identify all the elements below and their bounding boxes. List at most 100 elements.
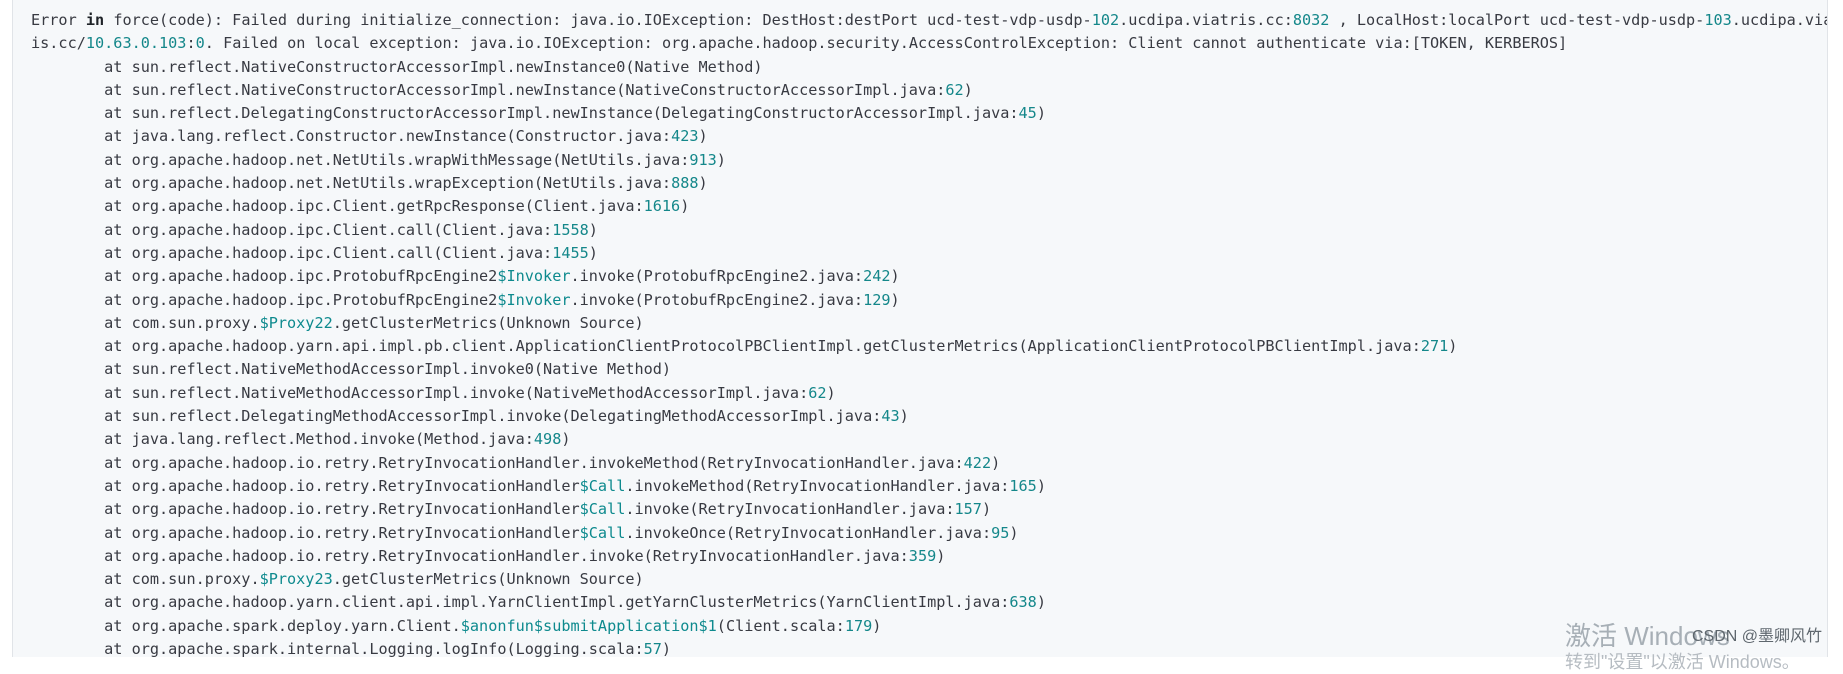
token-num: 888: [671, 174, 699, 193]
code-line: at org.apache.hadoop.net.NetUtils.wrapWi…: [31, 149, 1827, 172]
token-num: 1455: [552, 243, 589, 262]
code-line: at org.apache.hadoop.ipc.Client.call(Cli…: [31, 242, 1827, 265]
token-text: at org.apache.spark.internal.Logging.log…: [31, 640, 644, 657]
token-num: 0: [195, 34, 205, 53]
token-num: 1616: [643, 197, 681, 216]
code-line: at org.apache.hadoop.yarn.api.impl.pb.cl…: [31, 335, 1827, 358]
token-text: ): [890, 290, 900, 309]
token-num: 913: [689, 150, 717, 169]
token-text: ): [963, 80, 973, 99]
token-text: at sun.reflect.DelegatingConstructorAcce…: [31, 104, 1019, 123]
token-text: at org.apache.hadoop.net.NetUtils.wrapWi…: [31, 150, 690, 169]
token-text: ): [1036, 593, 1046, 612]
windows-activation-watermark: 激活 Windows: [1565, 621, 1730, 651]
token-text: at org.apache.hadoop.ipc.Client.getRpcRe…: [31, 197, 644, 216]
token-num: 57: [643, 640, 662, 657]
code-line: at java.lang.reflect.Method.invoke(Metho…: [31, 428, 1827, 451]
token-text: ): [698, 174, 708, 193]
token-text: at org.apache.hadoop.io.retry.RetryInvoc…: [31, 476, 580, 495]
token-text: at org.apache.hadoop.io.retry.RetryInvoc…: [31, 546, 909, 565]
token-num: 129: [863, 290, 891, 309]
token-text: ): [936, 546, 946, 565]
token-num: 271: [1420, 337, 1449, 356]
token-text: at org.apache.hadoop.ipc.Client.call(Cli…: [31, 243, 553, 262]
code-line: at org.apache.hadoop.io.retry.RetryInvoc…: [31, 452, 1827, 475]
token-text: ): [1036, 104, 1046, 123]
token-text: ): [588, 243, 598, 262]
token-text: at com.sun.proxy.: [31, 570, 260, 589]
token-text: at org.apache.hadoop.io.retry.RetryInvoc…: [31, 523, 580, 542]
token-text: Error: [31, 11, 86, 29]
token-text: at java.lang.reflect.Method.invoke(Metho…: [31, 430, 534, 449]
token-text: ): [680, 197, 690, 216]
token-text: .invoke(ProtobufRpcEngine2.java:: [570, 267, 864, 286]
token-text: at org.apache.hadoop.io.retry.RetryInvoc…: [31, 453, 964, 472]
token-text: .ucdipa.viatris.cc:: [1119, 11, 1293, 29]
code-line: is.cc/10.63.0.103:0. Failed on local exc…: [31, 32, 1827, 55]
token-text: at com.sun.proxy.: [31, 313, 260, 332]
token-var: $Call: [579, 523, 626, 542]
code-line: at org.apache.hadoop.ipc.Client.getRpcRe…: [31, 195, 1827, 218]
token-text: ): [899, 407, 909, 426]
token-num: 10.63.0.103: [85, 34, 187, 53]
token-text: ): [826, 383, 836, 402]
token-num: 157: [954, 500, 982, 519]
token-text: ): [981, 500, 992, 519]
code-line: at org.apache.hadoop.io.retry.RetryInvoc…: [31, 545, 1827, 568]
code-line: at org.apache.spark.deploy.yarn.Client.$…: [31, 615, 1827, 638]
token-text: ): [588, 220, 598, 239]
token-num: 165: [1009, 476, 1037, 495]
token-text: . Failed on local exception: java.io.IOE…: [204, 34, 1568, 53]
token-num: 359: [908, 546, 937, 565]
token-text: at java.lang.reflect.Constructor.newInst…: [31, 127, 672, 146]
code-line: at java.lang.reflect.Constructor.newInst…: [31, 125, 1827, 148]
code-line: at org.apache.hadoop.ipc.Client.call(Cli…: [31, 219, 1827, 242]
token-num: 1558: [552, 220, 589, 239]
token-num: 423: [671, 127, 699, 146]
token-text: at sun.reflect.NativeMethodAccessorImpl.…: [31, 360, 672, 379]
token-text: .invokeMethod(RetryInvocationHandler.jav…: [625, 476, 1010, 495]
code-line: at org.apache.spark.internal.Logging.log…: [31, 638, 1827, 657]
token-text: at org.apache.hadoop.ipc.Client.call(Cli…: [31, 220, 553, 239]
code-line: at org.apache.hadoop.io.retry.RetryInvoc…: [31, 498, 1827, 521]
token-num: 242: [863, 267, 891, 286]
token-text: .invokeOnce(RetryInvocationHandler.java:: [625, 523, 992, 542]
code-line: at org.apache.hadoop.ipc.ProtobufRpcEngi…: [31, 265, 1827, 288]
windows-activation-subtitle: 转到"设置"以激活 Windows。: [1565, 652, 1800, 672]
code-line: at sun.reflect.NativeConstructorAccessor…: [31, 79, 1827, 102]
token-num: 45: [1018, 104, 1037, 123]
token-text: at org.apache.hadoop.ipc.ProtobufRpcEngi…: [31, 290, 498, 309]
token-text: ): [698, 127, 708, 146]
code-line: at org.apache.hadoop.yarn.client.api.imp…: [31, 591, 1827, 614]
token-text: .invoke(RetryInvocationHandler.java:: [625, 500, 955, 519]
token-num: 103: [1704, 11, 1732, 29]
token-text: at sun.reflect.NativeMethodAccessorImpl.…: [31, 383, 809, 402]
code-line: at org.apache.hadoop.net.NetUtils.wrapEx…: [31, 172, 1827, 195]
token-text: ): [872, 616, 882, 635]
token-text: .ucdipa.viatr: [1731, 11, 1827, 29]
stack-trace: Error in force(code): Failed during init…: [31, 9, 1827, 657]
token-text: at org.apache.hadoop.yarn.client.api.imp…: [31, 593, 1010, 612]
token-text: ): [890, 267, 900, 286]
code-line: at sun.reflect.NativeMethodAccessorImpl.…: [31, 358, 1827, 381]
code-line: at org.apache.hadoop.ipc.ProtobufRpcEngi…: [31, 289, 1827, 312]
token-text: force(code): Failed during initialize_co…: [104, 11, 1092, 29]
code-line: at sun.reflect.DelegatingConstructorAcce…: [31, 102, 1827, 125]
token-num: 422: [963, 453, 992, 472]
code-line: at sun.reflect.DelegatingMethodAccessorI…: [31, 405, 1827, 428]
token-var: $Proxy22: [259, 313, 333, 332]
csdn-credit: CSDN @墨卿风竹: [1692, 628, 1823, 645]
token-num: 638: [1009, 593, 1037, 612]
token-text: at sun.reflect.DelegatingMethodAccessorI…: [31, 407, 882, 426]
token-var: $anonfun$submitApplication$1: [460, 616, 717, 635]
token-var: $Invoker: [497, 267, 571, 286]
token-text: , LocalHost:localPort ucd-test-vdp-usdp-: [1329, 11, 1705, 29]
token-text: at org.apache.hadoop.ipc.ProtobufRpcEngi…: [31, 267, 498, 286]
token-num: 102: [1091, 11, 1120, 29]
token-text: ): [716, 150, 726, 169]
token-text: at org.apache.hadoop.io.retry.RetryInvoc…: [31, 500, 580, 519]
token-var: $Proxy23: [259, 570, 333, 589]
token-num: 8032: [1292, 11, 1330, 29]
token-var: $Invoker: [497, 290, 571, 309]
code-line: at com.sun.proxy.$Proxy22.getClusterMetr…: [31, 312, 1827, 335]
